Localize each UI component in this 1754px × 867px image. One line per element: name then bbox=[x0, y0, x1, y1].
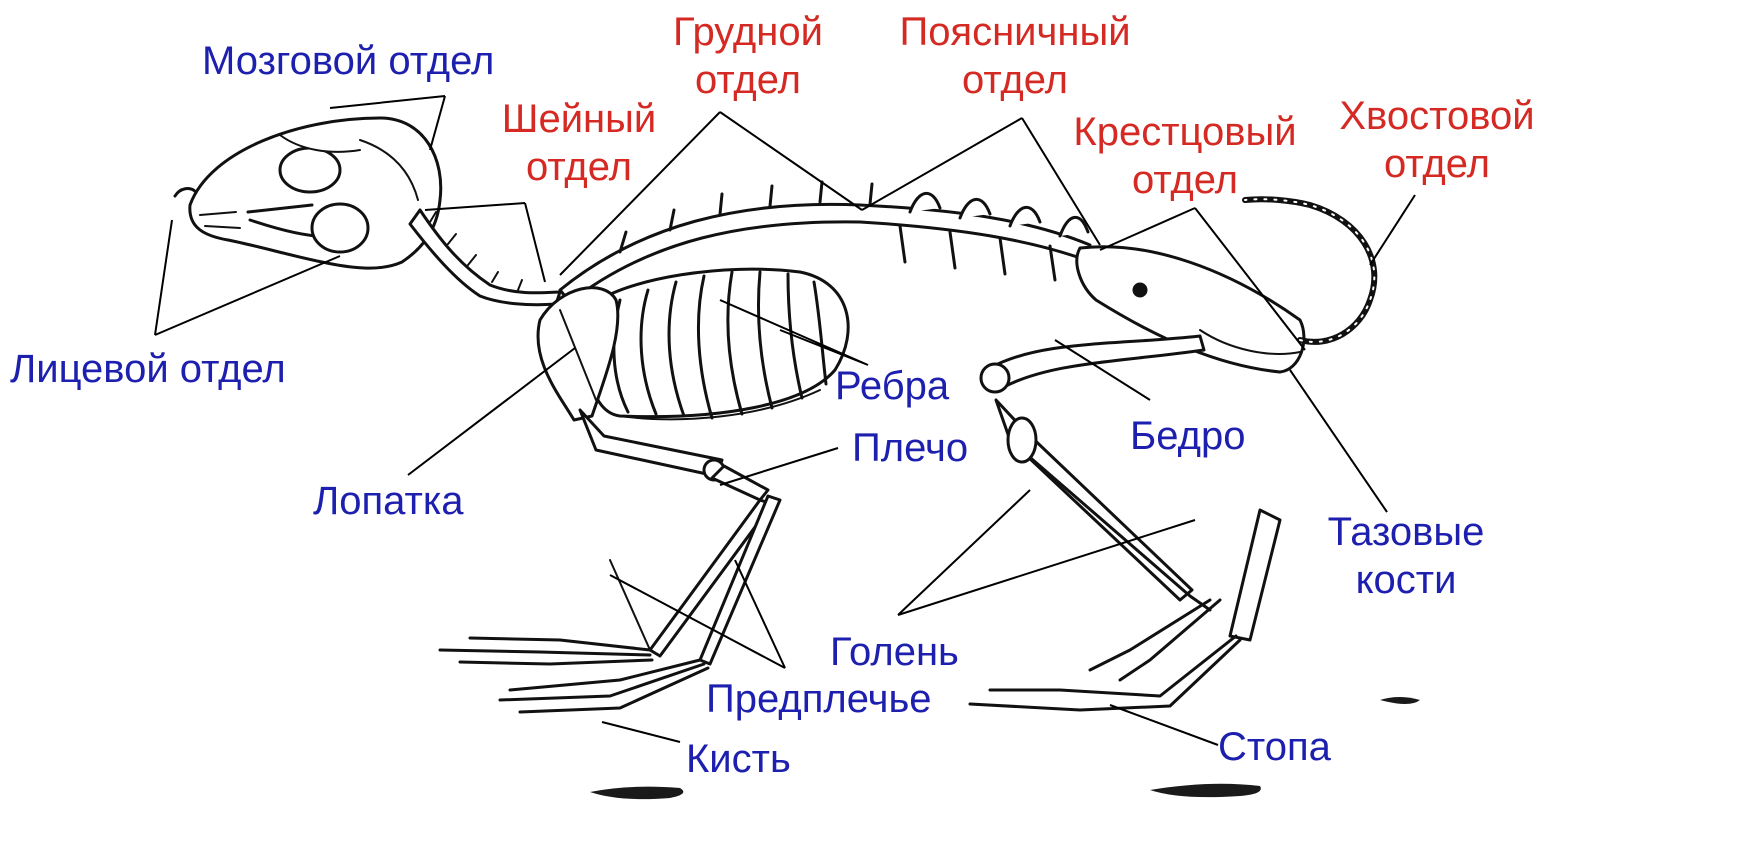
label-lumbar-line2: отдел bbox=[885, 56, 1145, 104]
hind-limb bbox=[970, 336, 1280, 710]
label-caudal-line1: Хвостовой bbox=[1322, 92, 1552, 140]
rib-cage bbox=[587, 269, 848, 419]
label-caudal: Хвостовой отдел bbox=[1322, 92, 1552, 188]
label-scapula: Лопатка bbox=[313, 477, 463, 525]
label-forearm: Предплечье bbox=[706, 675, 932, 723]
leader-forearm bbox=[610, 560, 785, 668]
label-pelvic-line2: кости bbox=[1315, 556, 1497, 604]
label-cervical-line2: отдел bbox=[490, 143, 668, 191]
leader-caudal bbox=[1370, 195, 1415, 265]
leader-scapula bbox=[408, 348, 575, 475]
leader-shoulder bbox=[720, 448, 838, 485]
leader-pelvic bbox=[1290, 370, 1387, 512]
label-ribs: Ребра bbox=[835, 362, 949, 410]
label-foot: Стопа bbox=[1218, 723, 1331, 771]
label-hand: Кисть bbox=[686, 735, 791, 783]
label-pelvic-line1: Тазовые bbox=[1315, 508, 1497, 556]
label-sacral: Крестцовый отдел bbox=[1060, 108, 1310, 204]
label-thoracic-line1: Грудной bbox=[660, 8, 836, 56]
skull bbox=[175, 118, 441, 268]
label-shoulder: Плечо bbox=[852, 424, 968, 472]
label-sacral-line2: отдел bbox=[1060, 156, 1310, 204]
label-thigh: Бедро bbox=[1130, 412, 1245, 460]
leader-hand bbox=[602, 722, 680, 742]
label-lumbar: Поясничный отдел bbox=[885, 8, 1145, 104]
label-cranial: Мозговой отдел bbox=[202, 37, 494, 85]
label-thoracic-line2: отдел bbox=[660, 56, 836, 104]
label-cervical: Шейный отдел bbox=[490, 95, 668, 191]
label-lumbar-line1: Поясничный bbox=[885, 8, 1145, 56]
leader-foot bbox=[1110, 705, 1218, 745]
label-pelvic: Тазовые кости bbox=[1315, 508, 1497, 604]
label-facial: Лицевой отдел bbox=[10, 345, 286, 393]
label-caudal-line2: отдел bbox=[1322, 140, 1552, 188]
front-limb bbox=[440, 410, 780, 712]
label-cervical-line1: Шейный bbox=[490, 95, 668, 143]
label-shin: Голень bbox=[830, 628, 959, 676]
label-sacral-line1: Крестцовый bbox=[1060, 108, 1310, 156]
label-thoracic: Грудной отдел bbox=[660, 8, 836, 104]
